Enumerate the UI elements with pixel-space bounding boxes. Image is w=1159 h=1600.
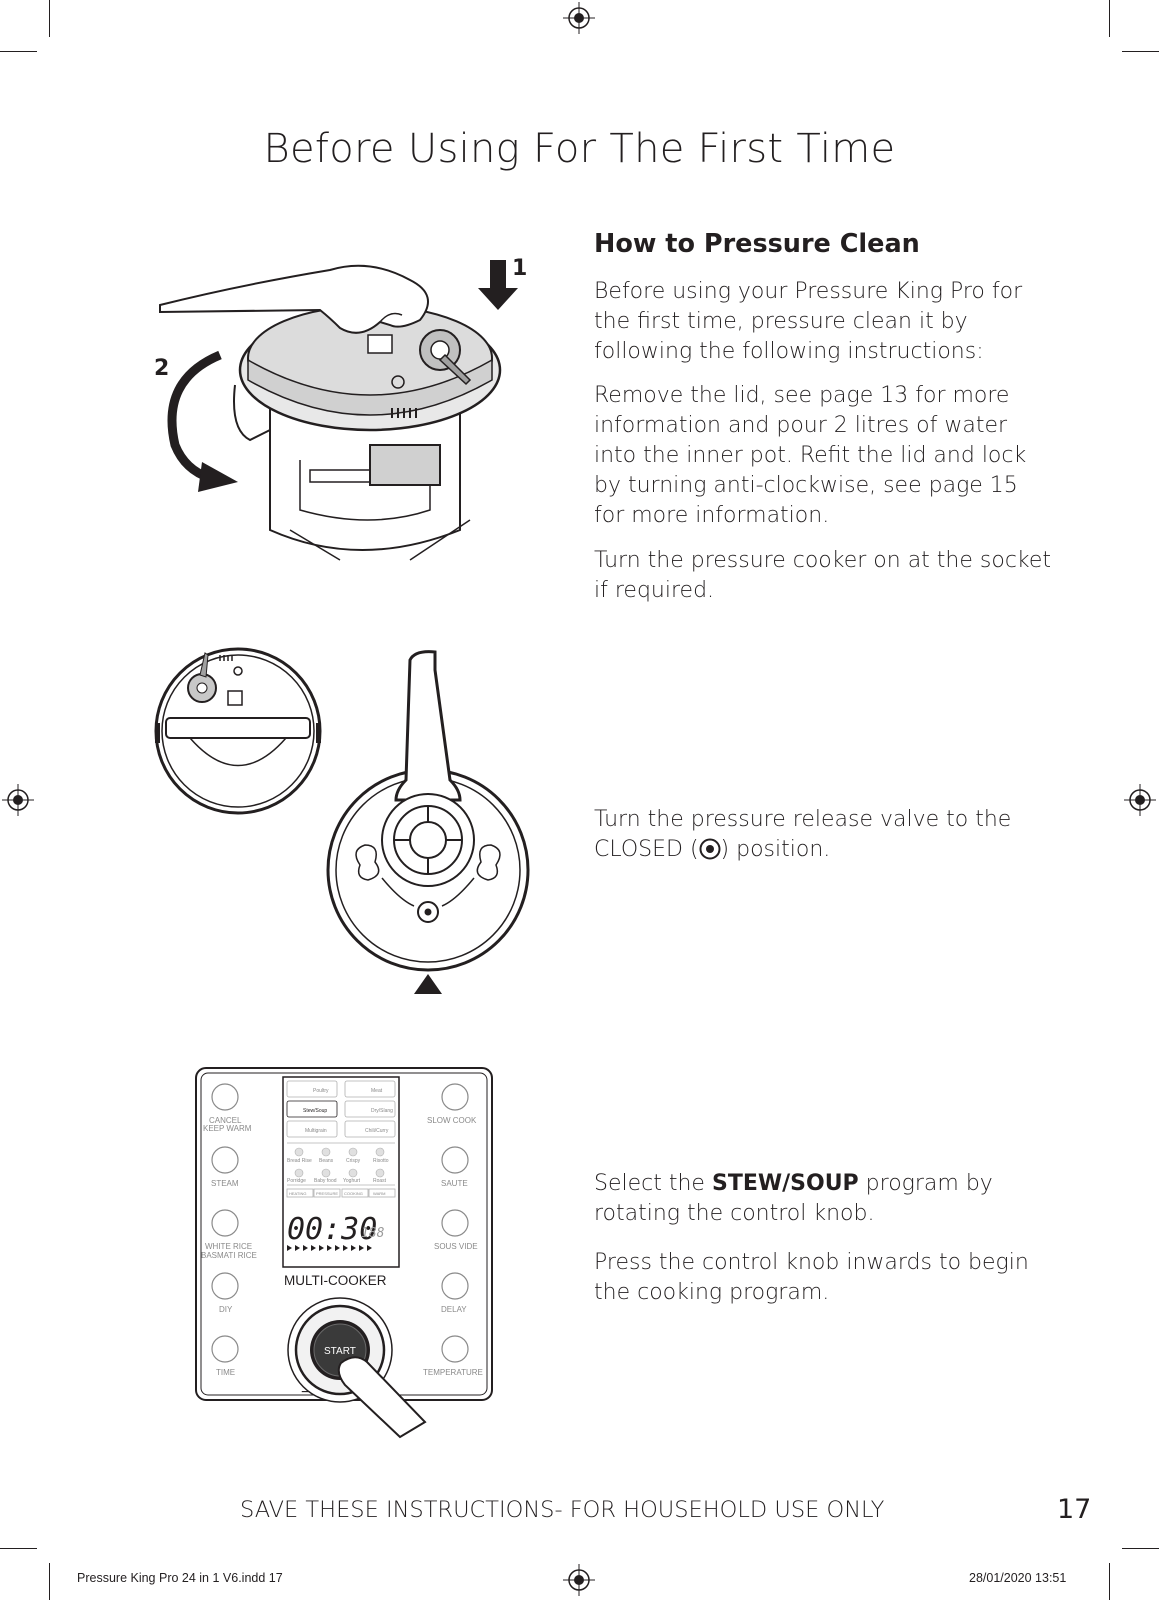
saute-label: SAUTE — [441, 1179, 468, 1188]
crop-mark — [1109, 1563, 1110, 1600]
program-baby-food: Baby food — [314, 1178, 337, 1184]
program-poultry: Poultry — [313, 1088, 329, 1094]
program-multigrain: Multigrain — [305, 1128, 327, 1134]
step1-paragraph-2: Remove the lid, see page 13 for more inf… — [594, 383, 1027, 528]
program-dry-slang: Dry/Slang — [371, 1108, 393, 1114]
program-bread-rise: Bread Rise — [287, 1158, 312, 1164]
start-label: START — [324, 1346, 356, 1357]
slow-cook-label: SLOW COOK — [427, 1116, 477, 1125]
crop-mark — [1122, 1548, 1159, 1549]
footer-notice: SAVE THESE INSTRUCTIONS- FOR HOUSEHOLD U… — [240, 1497, 885, 1523]
cancel-button[interactable] — [211, 1083, 239, 1111]
crop-mark — [49, 1563, 50, 1600]
step2-text-after: ) position. — [720, 837, 831, 862]
status-pressure: PRESSURE — [316, 1191, 338, 1196]
step1-paragraph-3: Turn the pressure cooker on at the socke… — [594, 548, 1052, 603]
diy-label: DIY — [219, 1305, 233, 1314]
steam-button[interactable] — [211, 1146, 239, 1174]
time-label: TIME — [216, 1368, 235, 1377]
figure-lid-lock-illustration: 1 2 — [154, 256, 527, 561]
crop-mark — [0, 1548, 37, 1549]
registration-target-icon — [1124, 784, 1156, 816]
slow-cook-button[interactable] — [441, 1083, 469, 1111]
minus-label: − — [301, 1384, 310, 1401]
crop-mark — [1109, 0, 1110, 37]
keep-warm-label: KEEP WARM — [203, 1124, 252, 1133]
program-porridge: Porridge — [287, 1178, 306, 1184]
page-title: Before Using For The First Time — [263, 126, 896, 172]
delay-button[interactable] — [441, 1272, 469, 1300]
registration-target-icon — [563, 2, 595, 34]
temperature-button[interactable] — [441, 1335, 469, 1363]
program-roast: Roast — [373, 1178, 387, 1184]
crop-mark — [1122, 51, 1159, 52]
program-chili-curry: Chili/Curry — [365, 1128, 389, 1134]
panel-brand: MULTI-COOKER — [284, 1273, 387, 1288]
step3-text-after: program by rotating the control knob. — [594, 1171, 993, 1226]
rice-button[interactable] — [211, 1209, 239, 1237]
program-beans: Beans — [319, 1158, 334, 1164]
saute-button[interactable] — [441, 1146, 469, 1174]
status-warm: WARM — [373, 1191, 386, 1196]
program-stew-soup: Stew/Soup — [303, 1108, 327, 1114]
page-number: 17 — [1057, 1494, 1092, 1525]
section-heading: How to Pressure Clean — [594, 229, 920, 259]
status-heating: HEATING — [289, 1191, 306, 1196]
program-meat: Meat — [371, 1088, 383, 1094]
white-rice-label: WHITE RICE — [205, 1242, 252, 1251]
step1-paragraph-1: Before using your Pressure King Pro for … — [594, 279, 1023, 364]
program-crispy: Crispy — [346, 1158, 361, 1164]
diy-button[interactable] — [211, 1272, 239, 1300]
registration-target-icon — [2, 784, 34, 816]
program-name: STEW/SOUP — [711, 1171, 859, 1196]
registration-target-icon — [563, 1564, 595, 1596]
figure-lid-top-view — [154, 647, 322, 815]
crop-mark — [0, 51, 37, 52]
delay-label: DELAY — [441, 1305, 467, 1314]
display-temperature: 188 — [361, 1226, 385, 1241]
program-yoghurt: Yoghurt — [343, 1178, 361, 1184]
program-risotto: Risotto — [373, 1158, 389, 1164]
step3-text-before: Select the — [594, 1171, 712, 1196]
figure-valve-closeup — [326, 650, 530, 994]
crop-mark — [49, 0, 50, 37]
slug-datetime: 28/01/2020 13:51 — [969, 1571, 1067, 1585]
step2-text-before: Turn the pressure release valve to the C… — [594, 807, 1012, 862]
step3-paragraph-2: Press the control knob inwards to begin … — [594, 1250, 1029, 1305]
basmati-rice-label: BASMATI RICE — [201, 1251, 257, 1260]
status-cooking: COOKING — [344, 1191, 363, 1196]
closed-symbol-icon — [699, 838, 721, 860]
cancel-label: CANCEL — [209, 1116, 242, 1125]
arrow-label-1: 1 — [512, 256, 527, 281]
figure-control-panel: Poultry Meat Stew/Soup Dry/Slang Multigr… — [195, 1067, 493, 1439]
time-button[interactable] — [211, 1335, 239, 1363]
sous-vide-label: SOUS VIDE — [434, 1242, 478, 1251]
step2-paragraph: Turn the pressure release valve to the C… — [594, 805, 1054, 865]
temperature-label: TEMPERATURE — [423, 1368, 483, 1377]
slug-filename: Pressure King Pro 24 in 1 V6.indd 17 — [77, 1571, 283, 1585]
step3-paragraph-1: Select the STEW/SOUP program by rotating… — [594, 1169, 1054, 1229]
arrow-label-2: 2 — [154, 356, 169, 381]
display-time: 00:30 — [287, 1212, 377, 1247]
steam-label: STEAM — [211, 1179, 239, 1188]
sous-vide-button[interactable] — [441, 1209, 469, 1237]
